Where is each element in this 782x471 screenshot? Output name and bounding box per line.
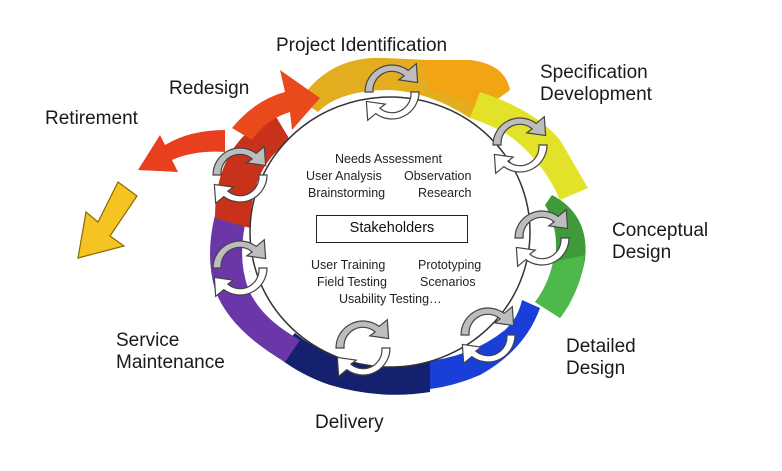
cycle-arrow-upper	[212, 145, 267, 176]
activity-user-training: User Training	[311, 258, 386, 272]
cycle-arrow-lower	[336, 347, 391, 378]
ring-segment-delivery	[275, 333, 430, 395]
cycle-arrow-lower	[461, 334, 516, 365]
retirement-arrow-yellow	[77, 181, 138, 259]
label-project-identification: Project Identification	[276, 35, 448, 56]
activity-user-analysis: User Analysis	[306, 169, 382, 183]
cycle-icon	[460, 305, 516, 365]
activity-observation: Observation	[404, 169, 472, 183]
cycle-icon	[335, 318, 391, 378]
cycle-icon	[492, 115, 548, 175]
label-service-maintenance: Service Maintenance	[116, 330, 225, 373]
activity-brainstorming: Brainstorming	[308, 186, 386, 200]
cycle-arrow-upper	[514, 208, 569, 239]
activity-field-testing: Field Testing	[317, 275, 387, 289]
retirement-arrows	[77, 130, 225, 259]
ring-segment-service-maintenance	[210, 215, 300, 362]
retirement-arrow-orange	[138, 130, 225, 172]
cycle-arrow-upper	[460, 305, 515, 336]
activity-needs-assessment: Needs Assessment	[335, 152, 442, 166]
cycle-arrow-lower	[515, 237, 570, 268]
cycle-arrow-lower	[493, 144, 548, 175]
activity-research: Research	[418, 186, 472, 200]
activity-prototyping: Prototyping	[418, 258, 482, 272]
cycle-arrow-lower	[213, 267, 268, 298]
cycle-arrow-lower	[213, 174, 268, 205]
label-delivery: Delivery	[315, 412, 384, 433]
cycle-arrow-lower	[365, 91, 420, 122]
stakeholders-box: Stakeholders	[316, 215, 468, 243]
cycle-icon	[514, 208, 570, 268]
cycle-arrow-upper	[335, 318, 390, 349]
ring-segment-redesign-arrow	[232, 70, 320, 140]
label-redesign: Redesign	[169, 78, 250, 99]
label-specification-development: Specification Development	[540, 62, 652, 105]
ring-segment-specification-development	[470, 92, 588, 200]
label-retirement: Retirement	[45, 108, 138, 129]
activity-scenarios: Scenarios	[420, 275, 476, 289]
cycle-icon	[212, 145, 268, 205]
cycle-icon	[212, 238, 268, 298]
cycle-arrow-upper	[212, 238, 267, 269]
cycle-icons	[212, 62, 570, 378]
cycle-arrow-upper	[364, 62, 419, 93]
cycle-arrow-upper	[492, 115, 547, 146]
label-detailed-design: Detailed Design	[566, 336, 636, 379]
ring-segment-detailed-design	[420, 300, 540, 390]
ring-segment-conceptual-design-light	[535, 255, 585, 318]
label-conceptual-design: Conceptual Design	[612, 220, 709, 263]
activity-usability-testing: Usability Testing…	[339, 292, 442, 306]
cycle-icon	[364, 62, 420, 122]
